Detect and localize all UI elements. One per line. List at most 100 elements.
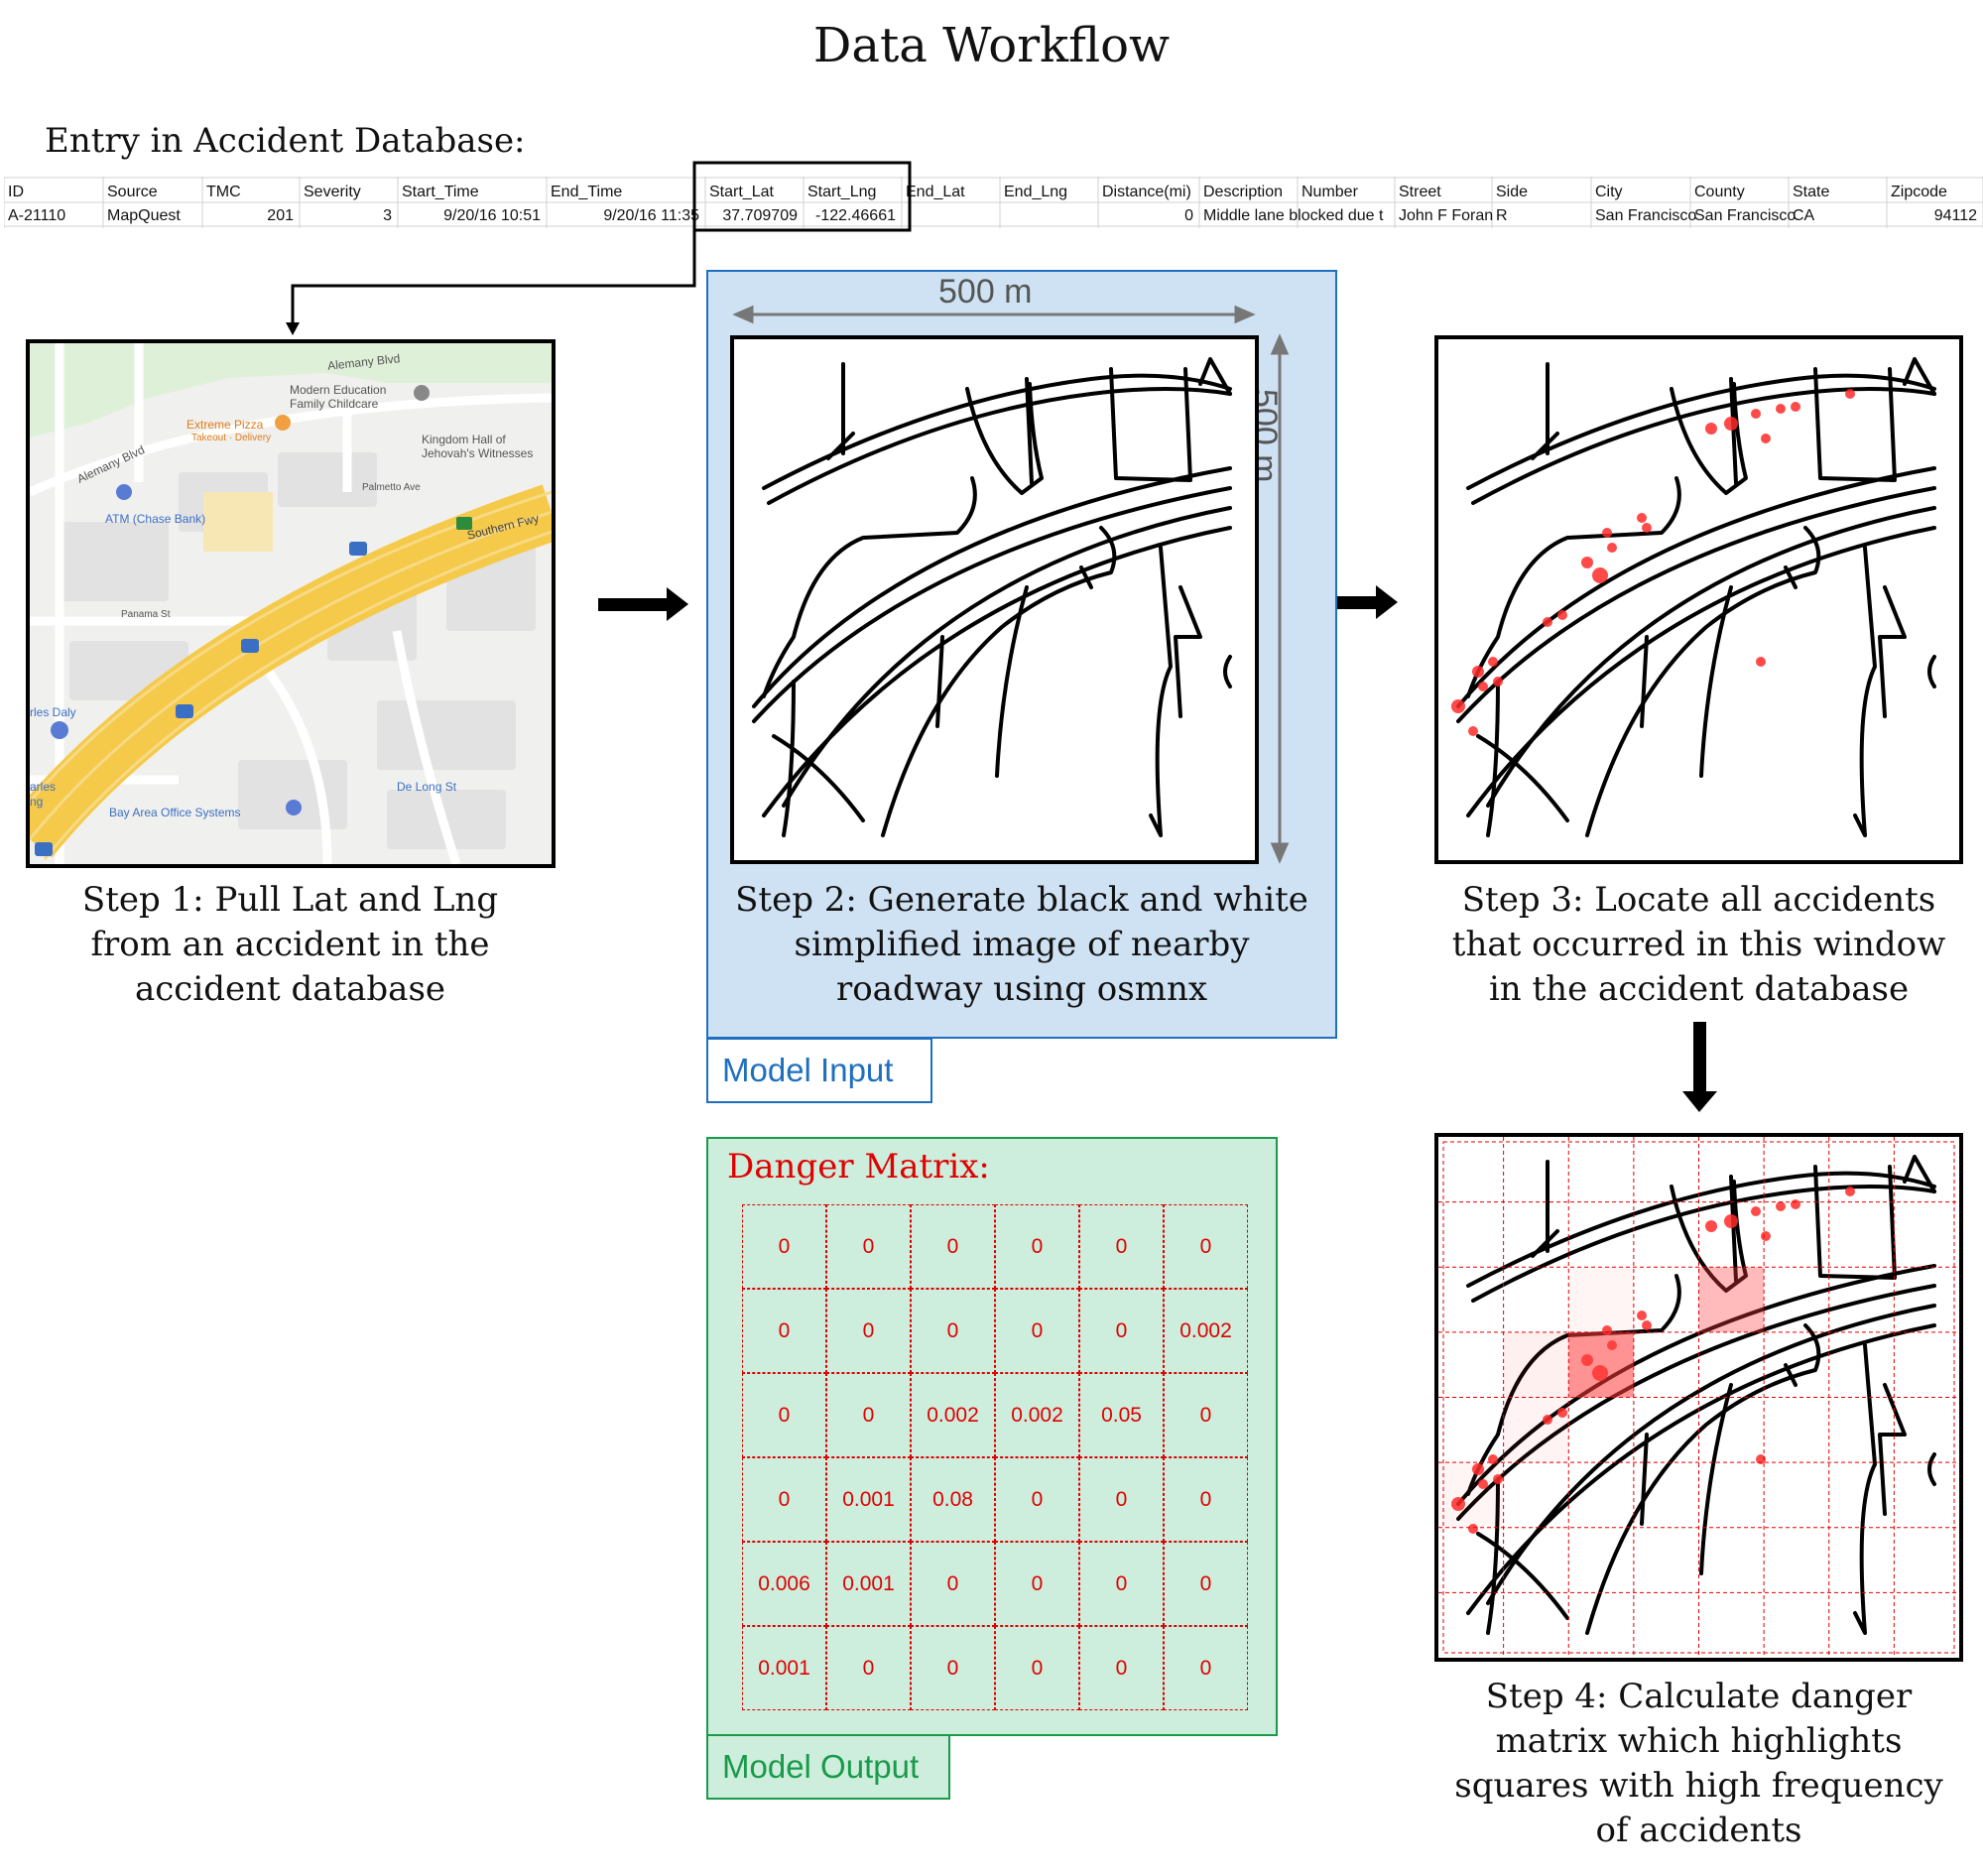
matrix-cell: 0.001 <box>826 1457 911 1542</box>
map-labels: Alemany Blvd Modern Education Family Chi… <box>30 343 552 864</box>
matrix-cell: 0.001 <box>742 1626 826 1710</box>
table-cell: MapQuest <box>107 207 181 224</box>
accident-point <box>1756 1454 1766 1464</box>
road-line <box>762 373 1232 490</box>
road-line <box>1174 585 1202 718</box>
map-label: ATM (Chase Bank) <box>105 512 206 526</box>
accident-point <box>1468 726 1478 736</box>
accident-point <box>1592 567 1608 583</box>
matrix-cell: 0 <box>1164 1542 1248 1626</box>
map-label: Takeout · Delivery <box>191 433 272 443</box>
matrix-cell: 0 <box>995 1542 1079 1626</box>
road-line <box>1784 565 1797 589</box>
step-3-caption: Step 3: Locate all accidents that occurr… <box>1451 880 1946 1009</box>
matrix-cell: 0.002 <box>1164 1289 1248 1373</box>
matrix-cell: 0 <box>995 1457 1079 1542</box>
model-output-badge: Model Output <box>706 1734 950 1800</box>
model-input-badge: Model Input <box>706 1038 932 1103</box>
accident-point <box>1642 1320 1652 1330</box>
map-label: Kingdom Hall of Jehovah's Witnesses <box>422 433 534 460</box>
road-line <box>1729 377 1738 485</box>
table-header-cell: Source <box>107 184 158 200</box>
accident-point <box>1756 657 1766 667</box>
danger-grid-image <box>1434 1133 1963 1662</box>
accident-point <box>1642 523 1652 533</box>
matrix-cell: 0 <box>995 1204 1079 1289</box>
road-line <box>1878 585 1907 718</box>
map-label: Palmetto Ave <box>362 482 421 493</box>
road-line <box>1149 546 1173 837</box>
accident-point <box>1557 1408 1567 1418</box>
table-header-cell: End_Lat <box>906 184 965 200</box>
table-header-cell: State <box>1793 184 1829 200</box>
road-line <box>1456 486 1936 723</box>
model-output-panel <box>706 1137 1278 1736</box>
road-line <box>1853 546 1877 837</box>
accident-point <box>1724 417 1738 431</box>
matrix-cell: 0 <box>1164 1204 1248 1289</box>
matrix-cell: 0 <box>742 1373 826 1457</box>
table-cell: San Francisco <box>1694 207 1796 224</box>
map-label: De Long St <box>397 780 457 794</box>
step-2-caption: Step 2: Generate black and white simplif… <box>735 880 1308 1009</box>
accident-point <box>1472 666 1484 678</box>
table-cell: San Francisco <box>1595 207 1696 224</box>
road-line <box>1079 565 1093 589</box>
map-label: Extreme Pizza <box>186 418 264 432</box>
roadway-graphic <box>752 357 1232 837</box>
accident-point <box>1468 1524 1478 1534</box>
table-cell: Middle lane blocked due t <box>1203 207 1384 224</box>
matrix-cell: 0 <box>1079 1542 1164 1626</box>
road-line <box>1878 1383 1907 1516</box>
matrix-cell: 0 <box>911 1542 995 1626</box>
matrix-cell: 0 <box>1079 1289 1164 1373</box>
map-label: arles <box>30 780 57 794</box>
accident-point <box>1478 682 1488 691</box>
road-line <box>762 476 977 698</box>
road-line <box>1466 1323 1936 1615</box>
matrix-cell: 0 <box>1079 1457 1164 1542</box>
danger-cell-highlight <box>1503 1397 1569 1463</box>
road-line <box>1476 1532 1569 1620</box>
road-line <box>1466 373 1936 490</box>
danger-matrix-title: Danger Matrix: <box>727 1147 990 1187</box>
table-cell: 94112 <box>1934 207 1977 224</box>
accident-point <box>1724 1214 1738 1228</box>
table-header-cell: End_Lng <box>1004 184 1067 200</box>
road-line <box>1531 1229 1559 1258</box>
matrix-cell: 0.001 <box>826 1542 911 1626</box>
accident-point <box>1845 1187 1855 1196</box>
table-cell: John F Foran <box>1399 207 1493 224</box>
road-line <box>1813 367 1897 482</box>
table-header-cell: Side <box>1496 184 1528 200</box>
matrix-cell: 0 <box>1079 1204 1164 1289</box>
road-line <box>1699 585 1733 778</box>
accident-point <box>1751 409 1761 419</box>
width-dimension-label: 500 m <box>938 273 1033 311</box>
matrix-cell: 0 <box>742 1457 826 1542</box>
table-header-cell: Distance(mi) <box>1102 184 1191 200</box>
accident-point <box>1451 1497 1465 1511</box>
table-cell: 201 <box>267 207 294 224</box>
step-4-caption: Step 4: Calculate danger matrix which hi… <box>1454 1677 1943 1850</box>
matrix-cell: 0 <box>742 1204 826 1289</box>
map-label: rles Daly <box>30 705 76 719</box>
matrix-cell: 0 <box>911 1289 995 1373</box>
table-cell: A-21110 <box>8 207 65 224</box>
table-cell: 3 <box>383 207 392 224</box>
road-line <box>1531 432 1559 460</box>
table-header-cell: End_Time <box>551 184 622 200</box>
matrix-cell: 0 <box>911 1204 995 1289</box>
road-line <box>772 734 865 822</box>
road-line <box>1813 1165 1897 1280</box>
matrix-cell: 0.002 <box>911 1373 995 1457</box>
dimension-arrows <box>732 305 1290 864</box>
map-label: Alemany Blvd <box>74 442 147 486</box>
danger-cell-highlight <box>1568 1331 1634 1398</box>
table-header-cell: Street <box>1399 184 1441 200</box>
map-label: ng <box>30 795 44 809</box>
danger-cell-highlight <box>1438 1462 1504 1528</box>
road-line <box>1471 387 1936 505</box>
step-1-caption: Step 1: Pull Lat and Lng from an acciden… <box>81 880 499 1009</box>
